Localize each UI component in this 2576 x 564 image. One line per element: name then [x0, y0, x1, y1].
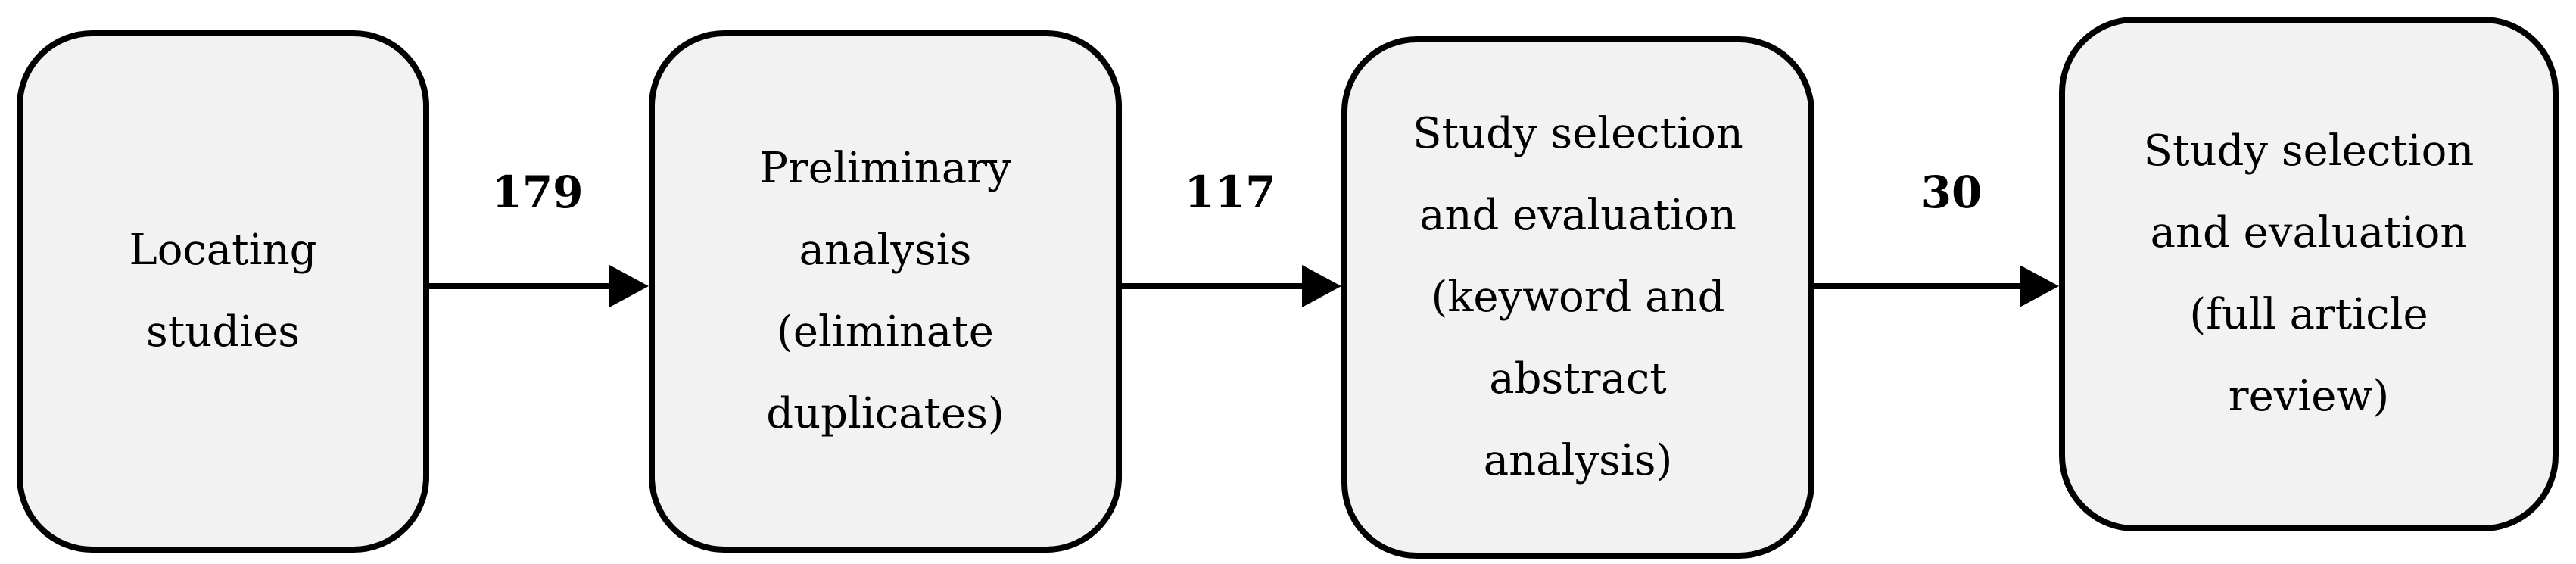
arrow-1: [429, 265, 649, 307]
step-label: Locating studies: [129, 226, 317, 357]
step-locating-studies: Locating studies: [17, 30, 429, 553]
arrow-3: [1814, 265, 2059, 307]
count-label: 179: [491, 167, 584, 218]
step-preliminary-analysis: Preliminary analysis (eliminate duplicat…: [649, 30, 1122, 553]
step-label: Study selection and evaluation (full art…: [2143, 126, 2475, 421]
arrow-2: [1122, 265, 1341, 307]
step-keyword-abstract-selection: Study selection and evaluation (keyword …: [1341, 36, 1814, 559]
count-label: 30: [1920, 167, 1983, 218]
step-label: Preliminary analysis (eliminate duplicat…: [759, 144, 1011, 438]
step-full-article-review: Study selection and evaluation (full art…: [2059, 17, 2559, 531]
step-label: Study selection and evaluation (keyword …: [1413, 109, 1743, 485]
count-label: 117: [1184, 167, 1276, 218]
